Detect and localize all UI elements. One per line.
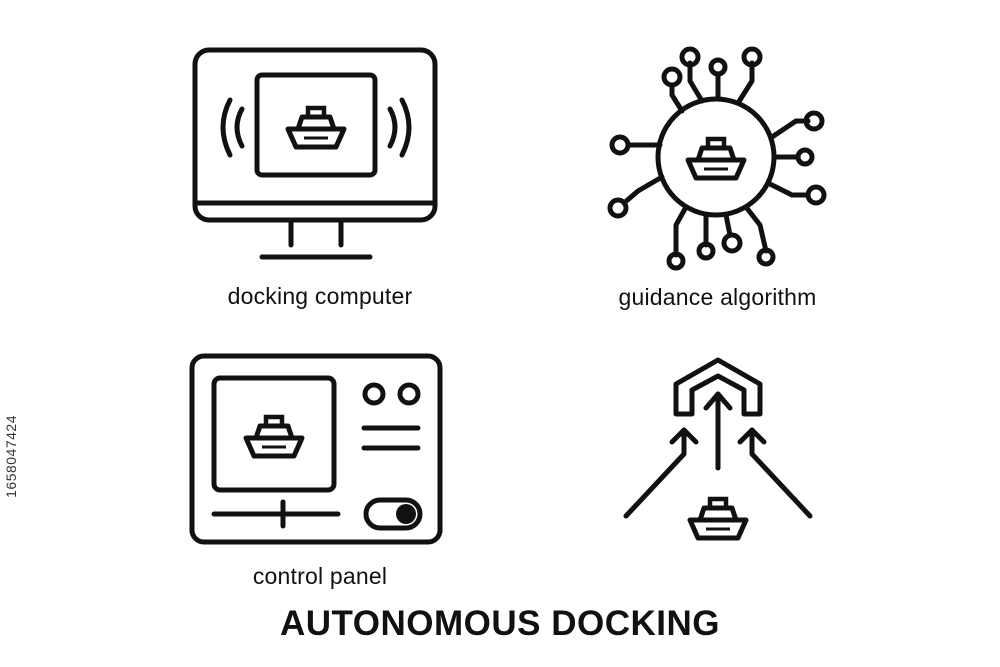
control-panel-caption: control panel: [252, 563, 388, 589]
guidance-algorithm-caption: guidance algorithm: [618, 284, 817, 310]
guidance-algorithm-icon: [600, 45, 835, 271]
docking-computer-caption: docking computer: [227, 283, 413, 309]
side-id-label: 1658047424: [3, 415, 19, 498]
docking-computer-icon: [190, 45, 440, 270]
autonomous-approach-icon: [618, 356, 818, 556]
page-title: AUTONOMOUS DOCKING: [279, 604, 721, 643]
control-panel-icon: [188, 352, 444, 548]
